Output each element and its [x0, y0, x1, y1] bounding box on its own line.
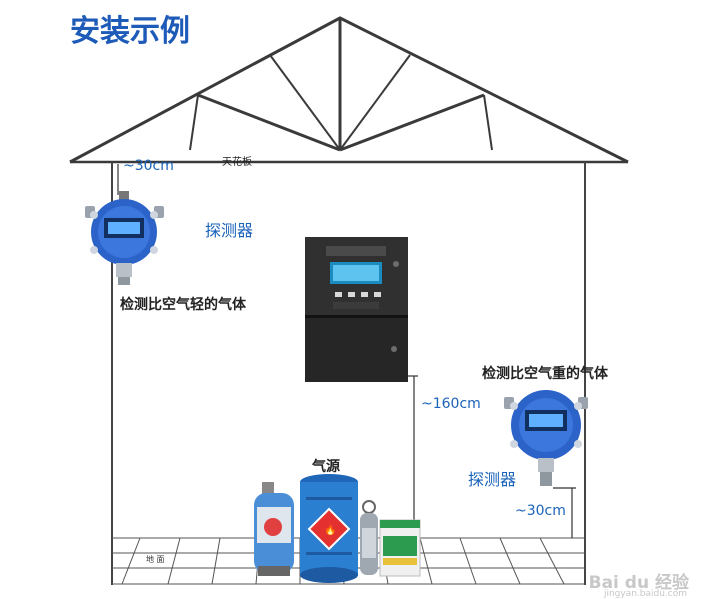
controller-height-label: ~160cm: [421, 396, 481, 412]
bottom-distance-label: ~30cm: [515, 503, 566, 519]
bottom-distance-marker: [553, 487, 576, 538]
controller-cabinet: [305, 237, 408, 382]
ceiling-label: 天花板: [222, 157, 252, 168]
chemical-drum-icon: 🔥: [300, 474, 358, 583]
page-title: 安装示例: [70, 14, 190, 49]
detector-top-icon: [85, 191, 164, 285]
gas-source-label: 气源: [312, 459, 340, 475]
light-gas-label: 检测比空气轻的气体: [120, 297, 246, 313]
floor-label: 地 面: [146, 555, 165, 564]
gas-cylinder-icon: [254, 482, 294, 576]
heavy-gas-label: 检测比空气重的气体: [482, 366, 608, 382]
detector-top-label: 探测器: [205, 221, 254, 240]
watermark-main: Bai du 经验: [588, 573, 689, 593]
small-gas-bottle-icon: [360, 500, 378, 575]
paint-bucket-icon: [379, 519, 421, 577]
detector-bottom-label: 探测器: [468, 470, 517, 489]
house-roof: [69, 16, 629, 164]
detector-bottom-icon: [504, 390, 588, 486]
controller-height-marker: [408, 375, 418, 538]
watermark-sub: jingyan.baidu.com: [603, 589, 687, 599]
svg-text:🔥: 🔥: [324, 523, 336, 536]
top-distance-label: ~30cm: [123, 158, 174, 174]
